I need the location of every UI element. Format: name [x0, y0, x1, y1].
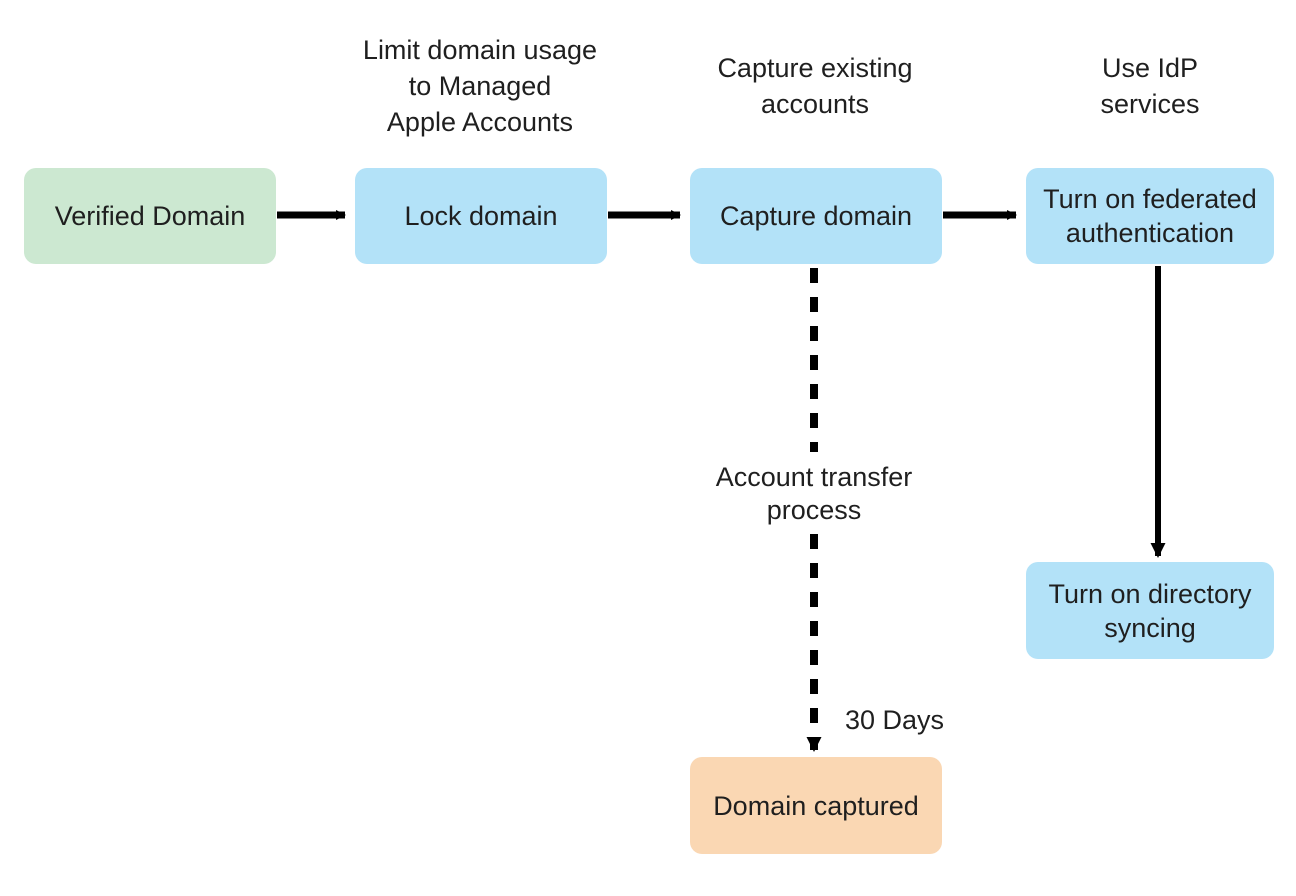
node-capture-domain[interactable]: Capture domain: [690, 168, 942, 264]
edge-label-30-days: 30 Days: [845, 705, 945, 735]
edge-label-account-transfer-process: Account transfer process: [715, 462, 913, 525]
caption-limit-domain-usage: Limit domain usage to Managed Apple Acco…: [362, 35, 598, 137]
node-domain-captured[interactable]: Domain captured: [690, 757, 942, 854]
caption-capture-existing-accounts: Capture existing accounts: [717, 53, 913, 119]
node-turn-on-directory-syncing[interactable]: Turn on directory syncing: [1026, 562, 1274, 659]
node-verified-domain[interactable]: Verified Domain: [24, 168, 276, 264]
node-lock-domain[interactable]: Lock domain: [355, 168, 607, 264]
caption-use-idp-services: Use IdP services: [1100, 53, 1200, 119]
node-turn-on-federated-authentication[interactable]: Turn on federated authentication: [1026, 168, 1274, 264]
